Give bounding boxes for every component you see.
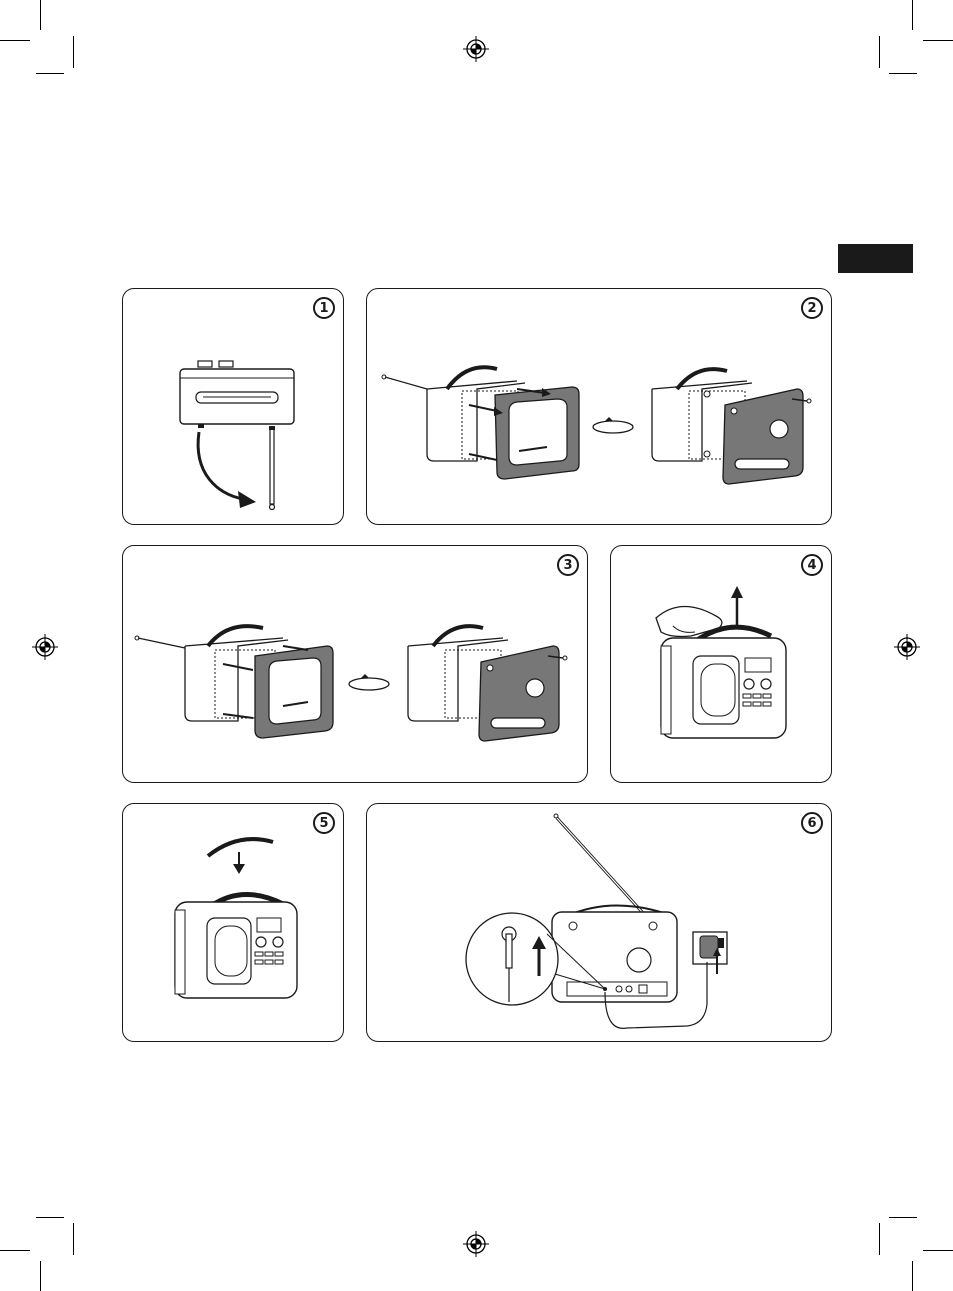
step-panel-2: 2 <box>366 288 832 525</box>
crop-mark <box>889 73 917 74</box>
connect-power-adapter-illustration <box>367 804 833 1043</box>
crop-mark <box>0 1250 30 1251</box>
crop-mark <box>0 40 30 41</box>
crop-mark <box>36 73 64 74</box>
crop-mark <box>912 1261 913 1291</box>
crop-mark <box>879 1223 880 1255</box>
step-panel-5: 5 <box>122 803 344 1042</box>
fold-handle-illustration <box>123 804 345 1043</box>
crop-mark <box>73 36 74 68</box>
crop-mark <box>879 36 880 68</box>
crop-mark <box>73 1223 74 1255</box>
crop-mark <box>40 0 41 30</box>
step-panel-3: 3 <box>122 545 588 783</box>
step-panel-6: 6 <box>366 803 832 1042</box>
crop-mark <box>889 1217 917 1218</box>
registration-mark-icon <box>32 634 58 660</box>
crop-mark <box>40 1261 41 1291</box>
language-tab <box>838 244 913 273</box>
step-panel-1: 1 <box>122 288 344 525</box>
registration-mark-icon <box>894 634 920 660</box>
registration-mark-icon <box>463 1231 489 1257</box>
crop-mark <box>923 1250 953 1251</box>
crop-mark <box>923 40 953 41</box>
crop-mark <box>912 0 913 30</box>
step-panel-4: 4 <box>610 545 832 783</box>
registration-mark-icon <box>463 36 489 62</box>
extend-antenna-illustration <box>123 289 345 526</box>
fit-front-plate-illustration <box>123 546 589 784</box>
fit-rear-plate-illustration <box>367 289 833 526</box>
crop-mark <box>36 1217 64 1218</box>
lift-handle-illustration <box>611 546 833 784</box>
